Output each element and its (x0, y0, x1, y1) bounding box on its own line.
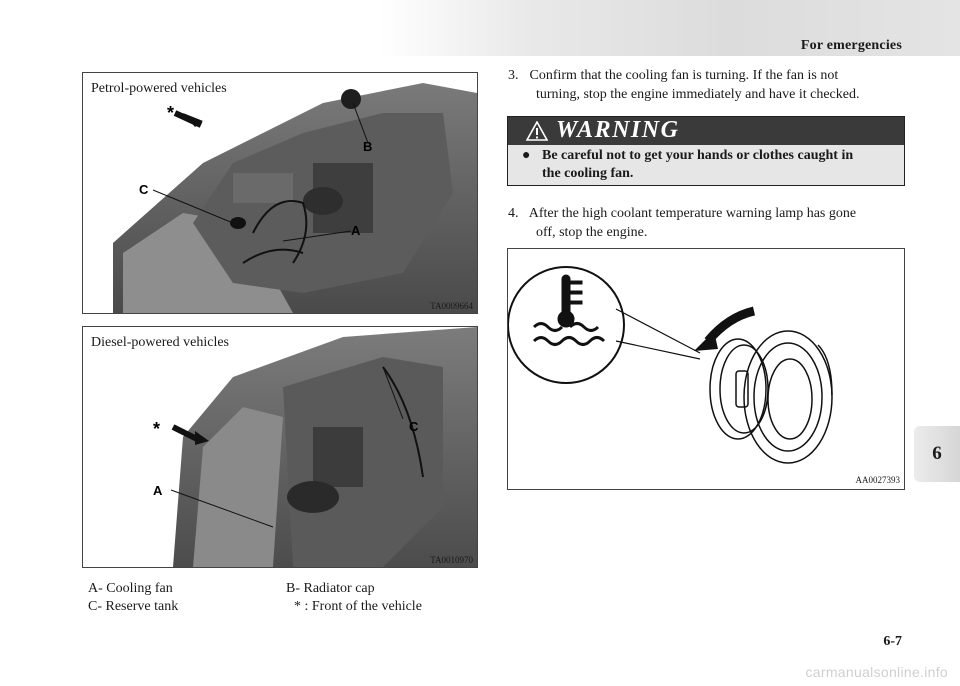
bullet-icon: ● (522, 148, 531, 163)
petrol-engine-figure: C B A * Petrol-powered vehicles TA000966… (82, 72, 478, 314)
warning-title: WARNING (556, 117, 680, 143)
step-text-continued: turning, stop the engine immediately and… (536, 87, 860, 102)
figure-code: AA0027393 (855, 475, 901, 485)
callout-a: A (351, 223, 361, 238)
front-marker: * (153, 419, 160, 439)
header-band (380, 0, 960, 56)
step-number: 3. (508, 68, 519, 83)
warning-header: WARNING (508, 117, 904, 145)
callout-b: B (363, 139, 372, 154)
warning-line-2: the cooling fan. (542, 166, 634, 181)
step-number: 4. (508, 206, 519, 221)
figure-legend: A- Cooling fan B- Radiator cap C- Reserv… (88, 580, 422, 616)
coolant-temperature-icon (532, 274, 606, 346)
coolant-warning-lamp-figure: AA0027393 (507, 248, 905, 490)
legend-front: * : Front of the vehicle (294, 599, 422, 614)
step-4: 4. After the high coolant temperature wa… (508, 204, 904, 242)
warning-box: WARNING ● Be careful not to get your han… (507, 116, 905, 186)
figure-caption: Petrol-powered vehicles (91, 81, 227, 96)
legend-radiator-cap: B- Radiator cap (286, 581, 375, 596)
radiator-cap-illustration (709, 330, 833, 464)
front-marker: * (167, 103, 174, 123)
page-header-title: For emergencies (800, 38, 902, 53)
callout-c: C (139, 182, 149, 197)
diesel-engine-illustration: A C * (153, 327, 477, 567)
step-3: 3. Confirm that the cooling fan is turni… (508, 66, 904, 104)
warning-triangle-icon (526, 121, 548, 141)
callout-a: A (153, 483, 163, 498)
coolant-warning-lamp-illustration (507, 266, 833, 464)
petrol-engine-illustration: C B A * (113, 83, 477, 313)
figure-code: TA0009664 (430, 301, 473, 311)
step-text: After the high coolant temperature warni… (528, 206, 857, 221)
watermark: carmanualsonline.info (805, 664, 948, 680)
step-text: Confirm that the cooling fan is turning.… (529, 68, 839, 83)
chapter-tab[interactable]: 6 (914, 426, 960, 482)
warning-text: ● Be careful not to get your hands or cl… (522, 147, 894, 183)
callout-c: C (409, 419, 419, 434)
figure-code: TA0010970 (430, 555, 473, 565)
figure-caption: Diesel-powered vehicles (91, 335, 229, 350)
warning-line-1: Be careful not to get your hands or clot… (542, 148, 854, 163)
legend-reserve-tank: C- Reserve tank (88, 599, 179, 614)
legend-cooling-fan: A- Cooling fan (88, 581, 173, 596)
step-text-continued: off, stop the engine. (536, 225, 648, 240)
page-number: 6-7 (883, 634, 902, 649)
diesel-engine-figure: A C * Diesel-powered vehicles TA0010970 (82, 326, 478, 568)
